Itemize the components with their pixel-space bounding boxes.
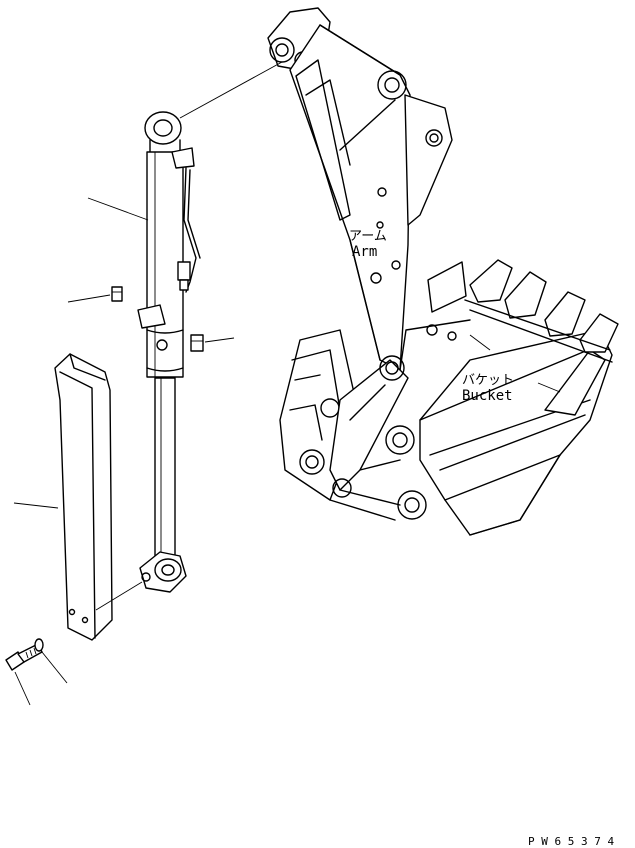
spacer-pads — [111, 286, 204, 352]
bucket-teeth — [464, 259, 619, 363]
bucket-label-en: Bucket — [462, 388, 513, 404]
bucket-cylinder — [139, 111, 201, 593]
arm — [267, 7, 471, 371]
arm-label-en: Arm — [352, 244, 377, 260]
arm-label-jp: アーム — [349, 229, 387, 244]
leader-lines — [13, 61, 561, 706]
bucket-linkage — [279, 329, 427, 521]
drawing-code: P W 6 5 3 7 4 — [528, 835, 614, 848]
bucket-label-jp: バケット — [462, 373, 514, 388]
bolt-and-washer — [5, 638, 44, 671]
cylinder-cover — [54, 353, 113, 641]
bucket — [419, 259, 619, 536]
